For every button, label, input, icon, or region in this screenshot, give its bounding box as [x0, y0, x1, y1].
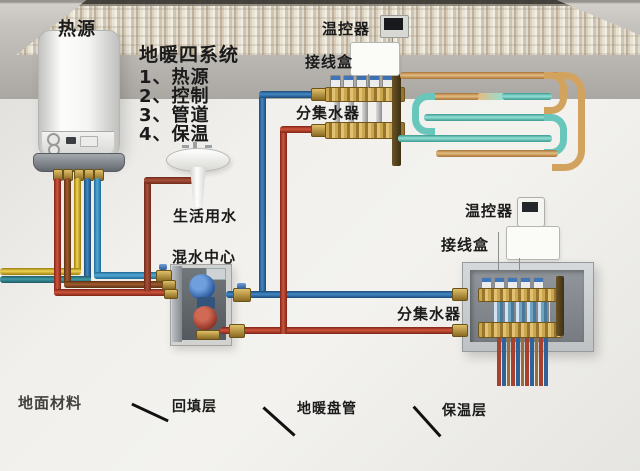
- pipe-return-vertical: [84, 178, 91, 283]
- manifold-top-connector: [334, 99, 340, 125]
- sink-tap: [182, 145, 189, 148]
- pipe-sink-horizontal: [144, 177, 200, 184]
- backfill-arrow: [131, 402, 169, 423]
- pipe-loop1-blue-top: [259, 91, 327, 98]
- coil-ubend-left: [412, 93, 435, 135]
- manifold-right-label: 分集水器: [397, 305, 462, 323]
- manifold-right-flow-meters: [494, 301, 550, 322]
- coil-outer-curve: [552, 72, 585, 171]
- floor-material-label: 地面材料: [18, 394, 83, 412]
- manifold-top-connector: [376, 99, 382, 125]
- thermostat-right-label: 温控器: [465, 202, 514, 220]
- pipe-loop1-red-vertical: [280, 128, 287, 334]
- manifold-top-end-pipe: [392, 74, 401, 166]
- coil-label: 地暖盘管: [297, 401, 357, 417]
- coil-run1: [400, 72, 558, 79]
- coil-run2-warm: [424, 93, 480, 100]
- mixing-bottom-fitting: [196, 330, 220, 340]
- pipe-supply-to-mixer: [54, 289, 176, 296]
- insulation-arrow: [412, 405, 442, 438]
- thermostat-top-screen: [384, 18, 403, 30]
- floor-slab: [16, 0, 640, 55]
- pipe-outdoor-horizontal: [0, 276, 91, 283]
- backfill-label: 回填层: [172, 399, 217, 415]
- thermostat-top-wire: [392, 35, 393, 43]
- mixing-center-rail: [172, 266, 182, 342]
- sink-pedestal: [190, 167, 206, 207]
- heat-source-label: 热源: [58, 19, 96, 40]
- manifold-right-return-bar: [478, 322, 562, 338]
- pipe-main-blue: [226, 291, 468, 298]
- sink-faucet: [193, 142, 197, 150]
- coil-ubend-right1: [544, 72, 567, 114]
- manifold-top-supply-bar: [325, 87, 405, 102]
- pipe-loop1-blue-vertical: [259, 95, 266, 298]
- system-list-item-2: 2、控制: [139, 86, 210, 107]
- coil-run2-transition: [478, 93, 504, 100]
- thermostat-top-label: 温控器: [322, 20, 371, 38]
- main-blue-valve-handle: [237, 283, 246, 289]
- insulation-label: 保温层: [442, 403, 487, 419]
- pipe-mixed-vertical: [94, 178, 101, 279]
- main-blue-valve: [233, 288, 251, 302]
- junction-box-top: [350, 42, 400, 76]
- pipe-mixed-to-mixer: [94, 272, 166, 279]
- system-list-item-3: 3、管道: [139, 105, 210, 126]
- coil-arrow: [262, 406, 296, 437]
- system-list-title: 地暖四系统: [139, 44, 240, 66]
- cabinet-inlet-blue: [452, 288, 468, 301]
- main-red-fitting: [229, 324, 245, 338]
- manifold-top-return-bar: [325, 122, 405, 139]
- junction-box-right-label: 接线盒: [441, 236, 490, 254]
- coil-run4: [398, 135, 552, 142]
- mixing-valve-red: [193, 306, 217, 330]
- manifold-top-connector: [362, 99, 368, 125]
- boiler-badge: [80, 136, 98, 147]
- pipe-domestic-to-mixer: [64, 281, 178, 288]
- junction-box-right: [506, 226, 560, 260]
- boiler-display: [66, 137, 76, 144]
- junction-box-top-label: 接线盒: [305, 53, 354, 71]
- thermostat-right-screen: [522, 202, 538, 212]
- pipe-loop1-red-top: [280, 126, 328, 133]
- coil-run3: [424, 114, 552, 121]
- cabinet-inlet-red: [452, 324, 468, 337]
- pipe-domestic-vertical: [64, 178, 71, 288]
- manifold-right-end-pipe: [556, 276, 564, 336]
- coil-run2-cool: [502, 93, 552, 100]
- mixer-inlet: [164, 289, 178, 299]
- manifold-top-connector: [348, 99, 354, 125]
- floor-loop-pipes: [497, 334, 549, 386]
- mixing-center-label: 混水中心: [172, 248, 237, 266]
- sink-tap: [205, 145, 212, 148]
- pipe-supply-vertical: [54, 178, 61, 296]
- manifold-top-label: 分集水器: [296, 104, 361, 122]
- mixer-valve-handle: [159, 264, 167, 270]
- mixing-pump-blue: [189, 274, 215, 300]
- pipe-main-red: [220, 327, 468, 334]
- system-list-item-4: 4、保温: [139, 124, 210, 145]
- junction-box-right-wire: [519, 258, 520, 270]
- pipe-gas-horizontal: [0, 268, 81, 275]
- coil-bottom-run: [436, 150, 558, 157]
- domestic-water-label: 生活用水: [173, 207, 238, 225]
- manifold-right-supply-bar: [478, 288, 562, 302]
- junction-box-top-wire: [368, 74, 369, 88]
- pipe-gas-vertical: [74, 178, 81, 275]
- pipe-sink-vertical: [144, 177, 151, 292]
- junction-box-right-wire2: [498, 232, 499, 270]
- system-list-item-1: 1、热源: [139, 67, 210, 88]
